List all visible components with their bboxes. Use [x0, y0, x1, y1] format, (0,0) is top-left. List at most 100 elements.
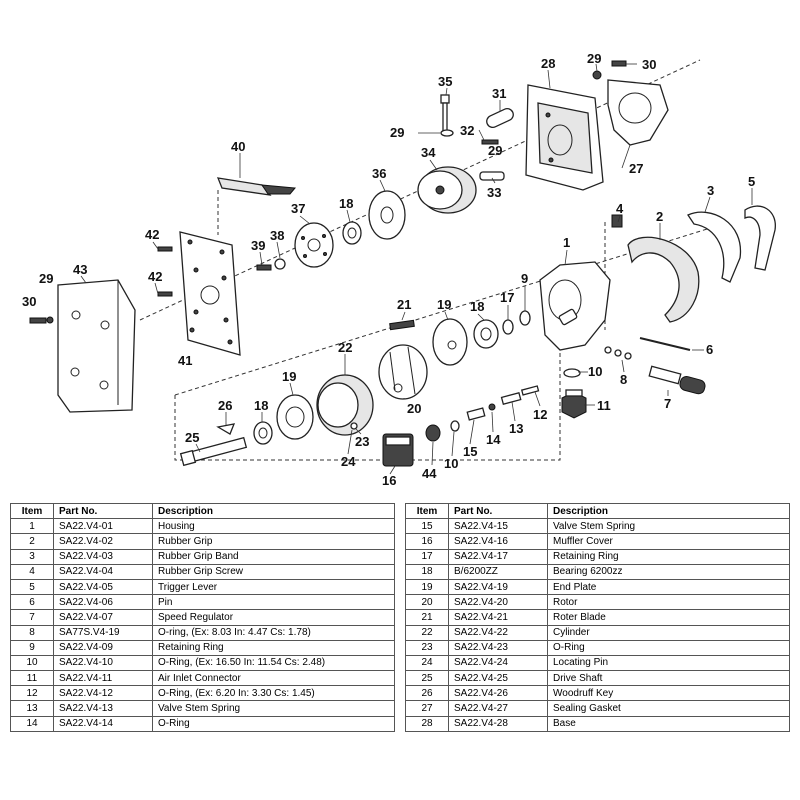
- callout-18a: 18: [339, 196, 353, 211]
- row-description: Locating Pin: [547, 654, 790, 672]
- callout-31: 31: [492, 86, 506, 101]
- callout-38: 38: [270, 228, 284, 243]
- row-part-no: SA22.V4-03: [53, 548, 153, 565]
- rubber-grip-part: [627, 236, 700, 323]
- row-item: 25: [405, 670, 449, 687]
- end-plate-lower-part: [276, 394, 314, 440]
- row-item: 21: [405, 609, 449, 626]
- callout-17: 17: [500, 290, 514, 305]
- callout-18c: 18: [254, 398, 268, 413]
- air-inlet-connector-part: [561, 389, 587, 419]
- row-item: 6: [10, 594, 54, 611]
- callout-7: 7: [664, 396, 671, 411]
- callout-18b: 18: [470, 299, 484, 314]
- row-description: O-Ring: [152, 715, 395, 732]
- pin-part: [639, 337, 691, 351]
- exploded-parts-diagram: 1 2 3 4 5 6 7 8 9 10 11 12 13 14 15 10 4…: [22, 51, 776, 488]
- callout-42b: 42: [148, 269, 162, 284]
- row-part-no: SA22.V4-17: [448, 548, 548, 565]
- row-part-no: SA22.V4-20: [448, 594, 548, 611]
- row-description: Rubber Grip Band: [152, 548, 395, 565]
- row-item: 23: [405, 639, 449, 656]
- row-description: Retaining Ring: [547, 548, 790, 565]
- row-part-no: SA22.V4-23: [448, 639, 548, 656]
- callout-16: 16: [382, 473, 396, 488]
- row-description: Rubber Grip: [152, 533, 395, 550]
- row-description: O-Ring, (Ex: 6.20 In: 3.30 Cs: 1.45): [152, 685, 395, 702]
- callout-30b: 30: [22, 294, 36, 309]
- row-item: 4: [10, 563, 54, 580]
- row-part-no: SA22.V4-05: [53, 578, 153, 596]
- row-item: 17: [405, 548, 449, 565]
- row-description: Rotor: [547, 594, 790, 611]
- row-item: 11: [10, 670, 54, 687]
- callout-8: 8: [620, 372, 627, 387]
- header-item: Item: [405, 502, 449, 520]
- grip-band-part: [687, 211, 742, 283]
- row-item: 27: [405, 700, 449, 717]
- row-description: Bearing 6200zz: [547, 563, 790, 580]
- header-part-no: Part No.: [53, 502, 153, 520]
- row-part-no: SA22.V4-04: [53, 563, 153, 580]
- bearing-lower-part: [253, 421, 273, 445]
- callout-14: 14: [486, 432, 501, 447]
- row-item: 15: [405, 518, 449, 535]
- row-item: 12: [10, 685, 54, 702]
- housing-part: [539, 261, 611, 351]
- pin-31-part: [486, 107, 514, 129]
- row-part-no: SA22.V4-27: [448, 700, 548, 717]
- row-description: Pin: [152, 594, 395, 611]
- callout-9: 9: [521, 271, 528, 286]
- callout-33: 33: [487, 185, 501, 200]
- header-description: Description: [152, 502, 395, 520]
- row-item: 18: [405, 563, 449, 580]
- row-item: 24: [405, 654, 449, 672]
- callout-25: 25: [185, 430, 199, 445]
- base-box-part: [525, 84, 604, 191]
- mounting-plate-part: [179, 231, 241, 356]
- callout-3: 3: [707, 183, 714, 198]
- row-part-no: SA22.V4-09: [53, 639, 153, 656]
- row-item: 5: [10, 578, 54, 596]
- row-description: Sealing Gasket: [547, 700, 790, 717]
- callout-30a: 30: [642, 57, 656, 72]
- callout-19b: 19: [437, 297, 451, 312]
- callout-41: 41: [178, 353, 192, 368]
- row-item: 22: [405, 624, 449, 641]
- row-item: 26: [405, 685, 449, 702]
- callout-12: 12: [533, 407, 547, 422]
- o-ring-23-part: [350, 422, 358, 430]
- row-part-no: SA22.V4-21: [448, 609, 548, 626]
- screw-part-left: [29, 316, 54, 324]
- row-description: Base: [547, 715, 790, 732]
- row-part-no: SA22.V4-22: [448, 624, 548, 641]
- callout-4: 4: [616, 201, 624, 216]
- trigger-lever-part: [744, 205, 776, 271]
- callout-2: 2: [656, 209, 663, 224]
- row-description: Speed Regulator: [152, 609, 395, 626]
- row-item: 10: [10, 654, 54, 672]
- row-description: Cylinder: [547, 624, 790, 641]
- callout-11: 11: [597, 398, 611, 413]
- bearing-middle-part: [473, 319, 499, 349]
- row-item: 8: [10, 624, 54, 641]
- flange-part: [368, 190, 406, 240]
- leader-lines: [80, 63, 753, 475]
- row-part-no: SA22.V4-19: [448, 578, 548, 596]
- callout-10b: 10: [444, 456, 458, 471]
- row-item: 20: [405, 594, 449, 611]
